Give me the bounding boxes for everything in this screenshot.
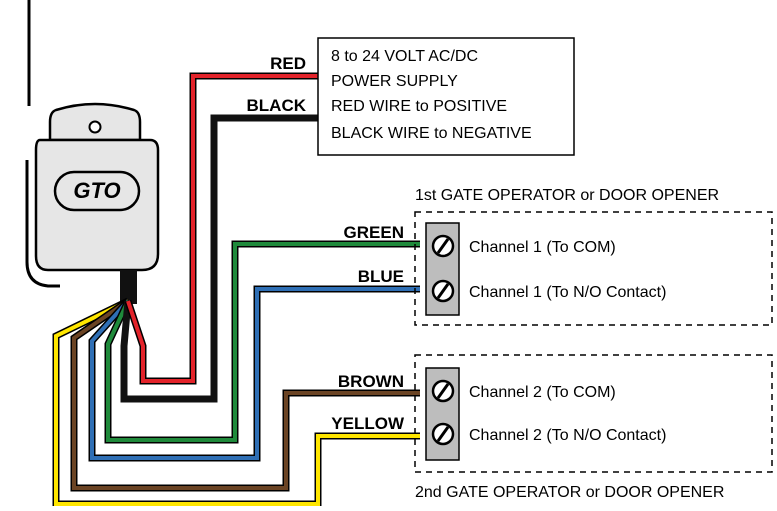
operator-2: Channel 2 (To COM) Channel 2 (To N/O Con… [414, 354, 773, 501]
wire-label-brown: BROWN [338, 372, 404, 391]
wire-label-black: BLACK [247, 96, 307, 115]
device-side-cable [25, 160, 60, 288]
blue-wire [90, 287, 420, 460]
green-wire [106, 242, 420, 442]
operator-1: 1st GATE OPERATOR or DOOR OPENER Channel… [414, 187, 773, 326]
wire-label-green: GREEN [344, 223, 404, 242]
power-supply-line-2: POWER SUPPLY [331, 73, 458, 90]
power-supply-line-1: 8 to 24 VOLT AC/DC [331, 48, 478, 65]
terminal-screw-icon [431, 422, 455, 446]
device-cable-grommet [120, 270, 137, 304]
device-mount-hole [88, 120, 102, 134]
operator-1-terminal-com: Channel 1 (To COM) [469, 239, 616, 256]
power-supply-box: 8 to 24 VOLT AC/DC POWER SUPPLY RED WIRE… [317, 37, 575, 156]
operator-1-caption: 1st GATE OPERATOR or DOOR OPENER [415, 187, 719, 204]
power-supply-line-3: RED WIRE to POSITIVE [331, 98, 507, 115]
power-supply-frame [317, 37, 575, 156]
red-wire [126, 74, 318, 383]
brown-wire [72, 299, 420, 490]
terminal-screw-icon [431, 279, 455, 303]
operator-2-caption: 2nd GATE OPERATOR or DOOR OPENER [415, 484, 724, 501]
device-logo-text: GTO [73, 178, 120, 203]
wire-label-blue: BLUE [358, 267, 404, 286]
terminal-screw-icon [431, 234, 455, 258]
device-logo-badge [53, 170, 141, 212]
operator-2-terminal-com: Channel 2 (To COM) [469, 384, 616, 401]
yellow-wire [54, 299, 420, 506]
receiver-device: GTO [25, 102, 160, 288]
wire-label-yellow: YELLOW [331, 414, 405, 433]
wire-label-red: RED [270, 54, 306, 73]
black-wire [120, 114, 318, 403]
operator-1-terminal-no: Channel 1 (To N/O Contact) [469, 284, 666, 301]
terminal-screw-icon [431, 379, 455, 403]
wire-bundle [52, 72, 420, 508]
operator-2-frame [414, 354, 773, 473]
power-supply-line-4: BLACK WIRE to NEGATIVE [331, 125, 532, 142]
operator-1-frame [414, 211, 773, 326]
operator-2-terminal-no: Channel 2 (To N/O Contact) [469, 427, 666, 444]
